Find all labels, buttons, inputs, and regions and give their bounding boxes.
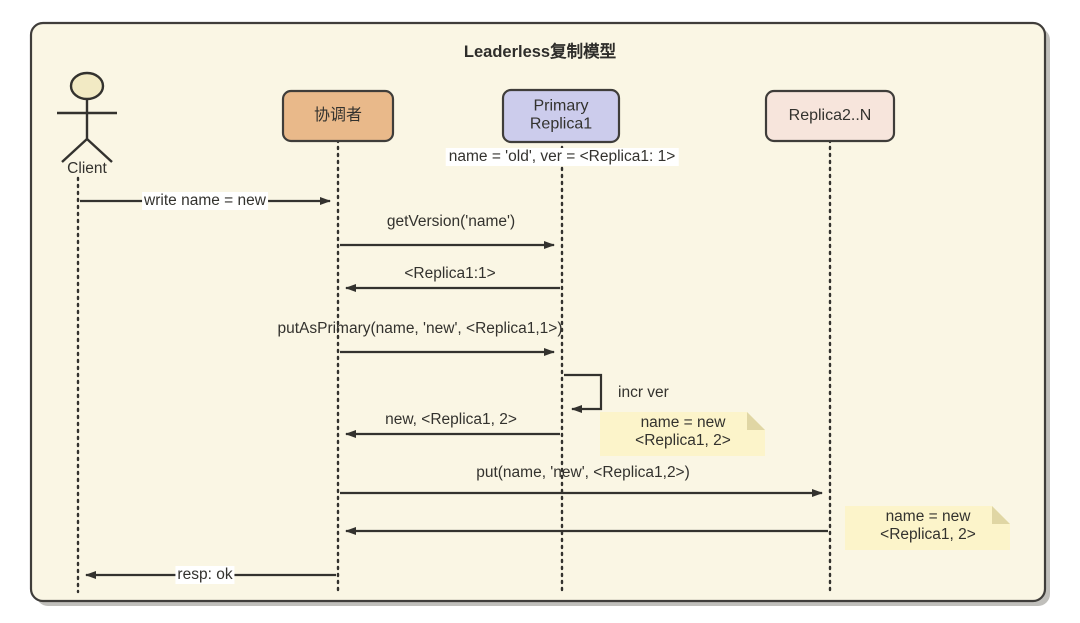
message-label-m9: resp: ok (175, 566, 235, 584)
note-text-replicas-line2: <Replica1, 2> (880, 525, 976, 543)
participant-label-primary-line2: Replica1 (529, 116, 593, 133)
message-label-m3: <Replica1:1> (404, 265, 496, 282)
note-text-replicas-line1: name = new (885, 508, 971, 525)
message-label-m1: write name = new (142, 192, 268, 210)
actor-client[interactable] (57, 71, 117, 163)
diagram-title: Leaderless复制模型 (463, 43, 617, 61)
participant-label-coordinator: 协调者 (313, 106, 363, 124)
actor-head-icon (69, 71, 105, 101)
participant-label-primary-line1: Primary (533, 97, 589, 115)
participant-label-replicas: Replica2..N (788, 106, 872, 124)
note-text-primary-line2: <Replica1, 2> (635, 431, 731, 449)
message-label-m2: getVersion('name') (386, 213, 516, 230)
message-arrow-m5-self-loop (564, 373, 603, 413)
state-note-primary-initial: name = 'old', ver = <Replica1: 1> (445, 148, 679, 166)
diagram-frame (29, 21, 1047, 603)
message-label-m7: put(name, 'new', <Replica1,2>) (476, 464, 690, 481)
actor-leg-left (61, 138, 88, 163)
note-text-primary: name = new <Replica1, 2> (635, 414, 731, 450)
note-replicas (845, 506, 1010, 550)
note-primary (600, 412, 765, 456)
message-label-m6: new, <Replica1, 2> (385, 411, 517, 428)
participant-box-replicas[interactable] (764, 89, 896, 143)
message-label-m5: incr ver (618, 384, 669, 401)
note-text-replicas: name = new <Replica1, 2> (880, 508, 976, 544)
actor-leg-right (86, 138, 113, 163)
participant-box-primary[interactable] (501, 88, 621, 144)
participant-label-client: Client (67, 160, 107, 177)
participant-box-coordinator[interactable] (281, 89, 395, 143)
note-text-primary-line1: name = new (640, 414, 726, 431)
message-label-m4: putAsPrimary(name, 'new', <Replica1,1>) (277, 320, 563, 337)
participant-label-primary: Primary Replica1 (530, 98, 592, 135)
